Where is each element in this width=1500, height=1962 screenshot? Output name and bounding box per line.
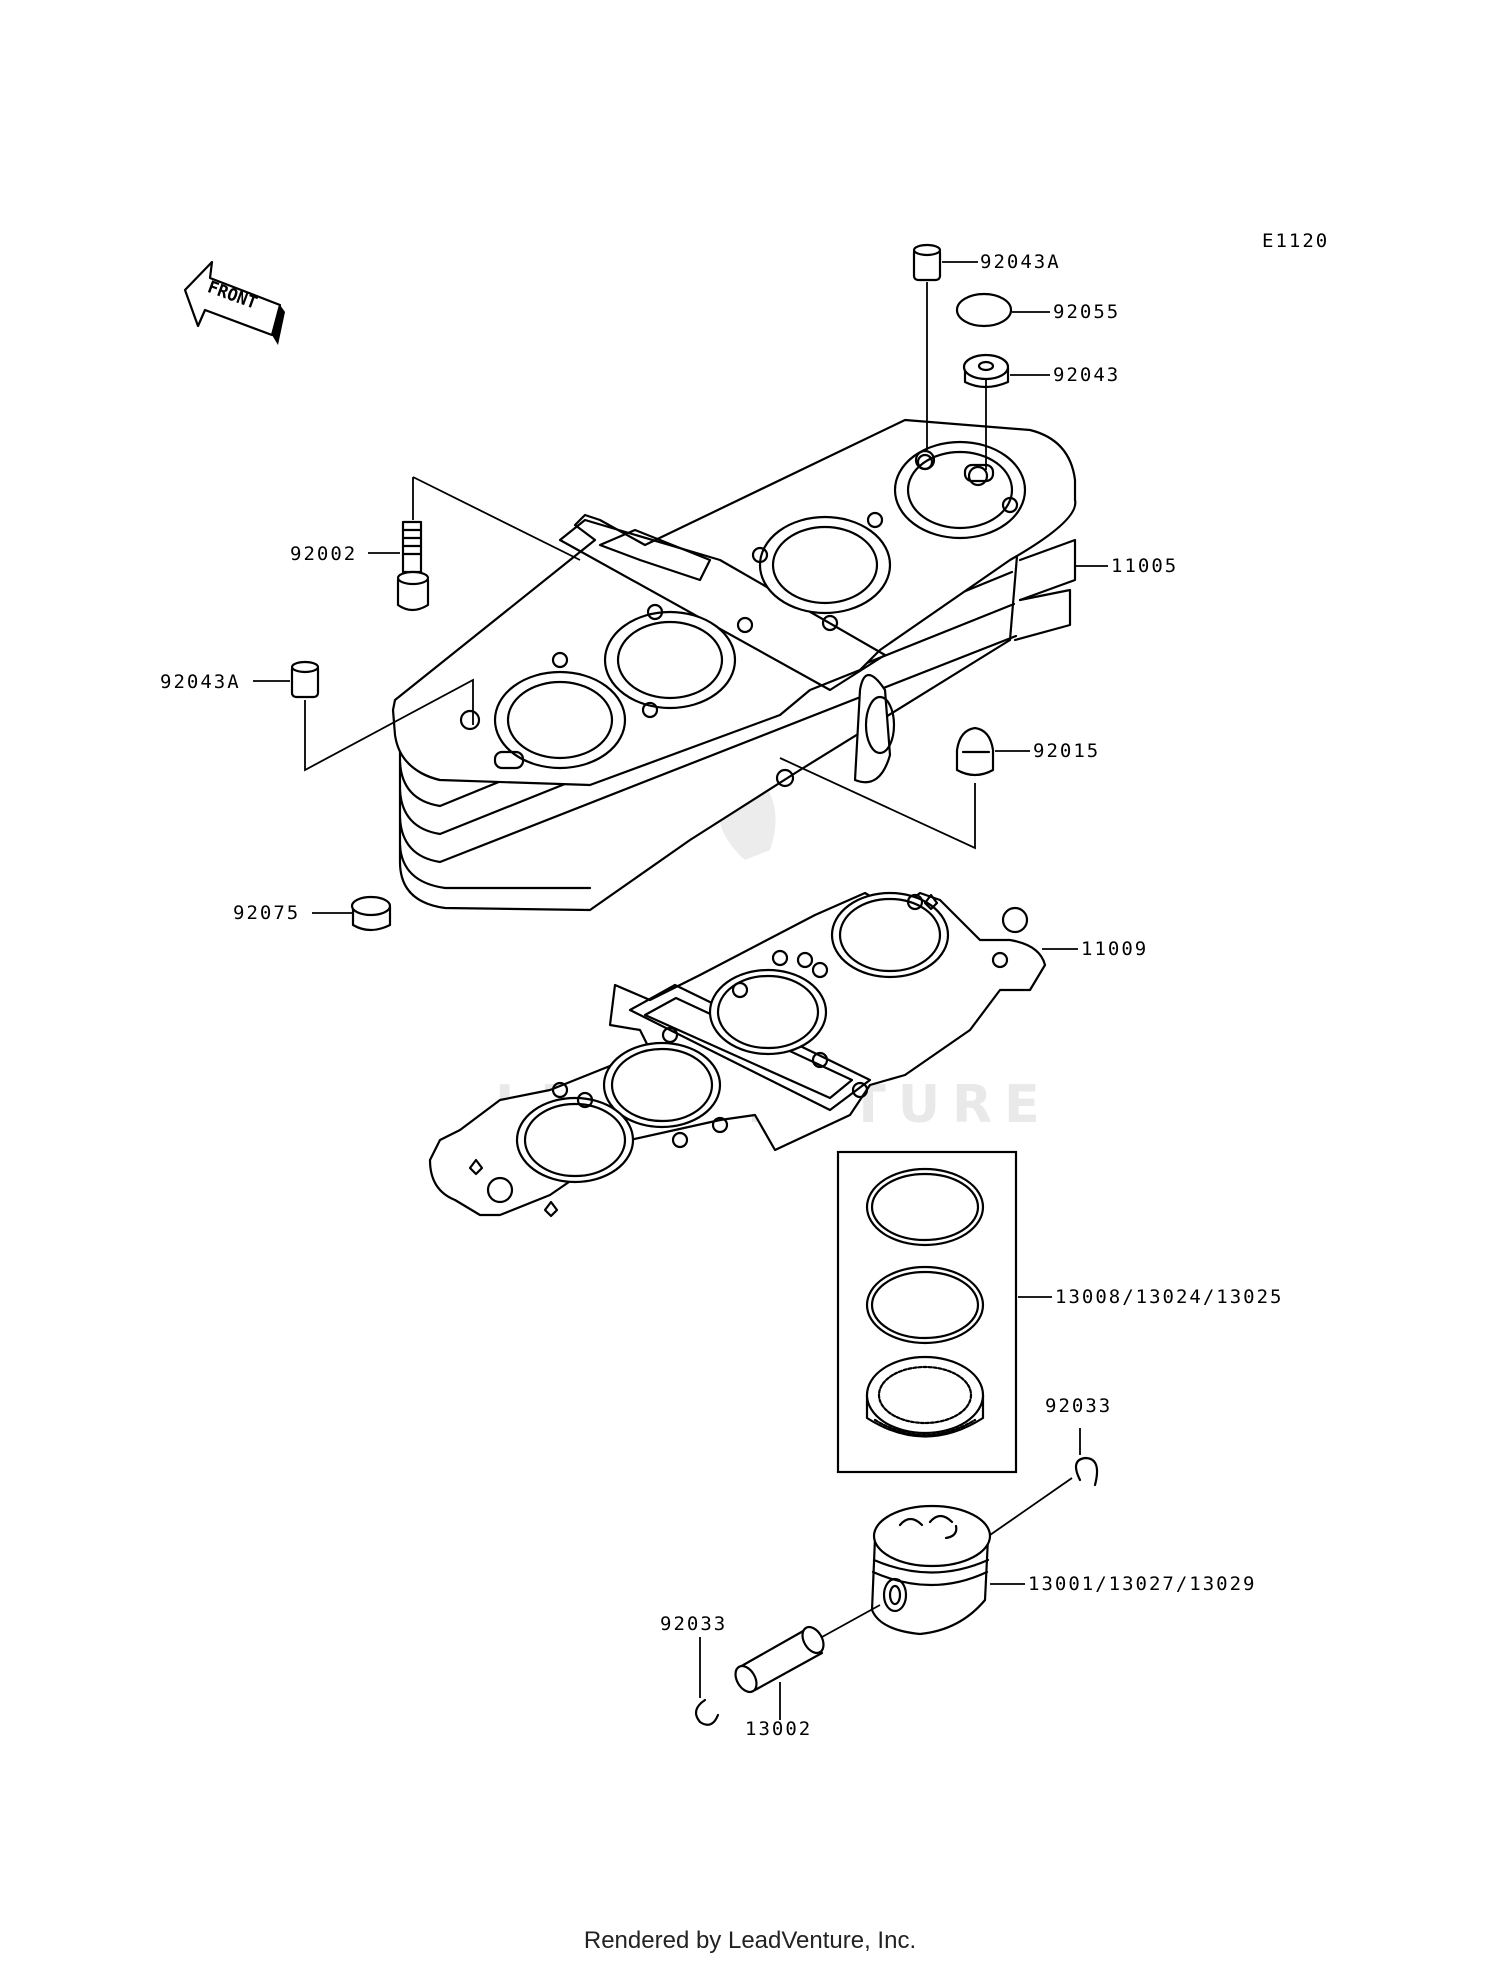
bolt-92002[interactable]	[396, 520, 430, 612]
front-arrow-icon: FRONT	[183, 260, 285, 345]
label-92015[interactable]: 92015	[1033, 740, 1100, 762]
leader-lines	[253, 261, 1108, 1720]
footer-credit: Rendered by LeadVenture, Inc.	[584, 1927, 916, 1954]
part-labels: 92043A 92055 92043 92002 11005 92043A 92…	[160, 251, 1283, 1740]
piston-ring-set[interactable]	[836, 1150, 1018, 1474]
label-92002[interactable]: 92002	[290, 543, 357, 565]
label-92033-right[interactable]: 92033	[1045, 1395, 1112, 1417]
label-92043a-left[interactable]: 92043A	[160, 671, 241, 693]
label-92043a-top[interactable]: 92043A	[980, 251, 1061, 273]
label-13002[interactable]: 13002	[745, 1718, 812, 1740]
circlip-92033-right[interactable]	[1074, 1456, 1099, 1487]
piston-pin-13002[interactable]	[731, 1623, 828, 1695]
cap-92075[interactable]	[350, 895, 392, 932]
dowel-92043a-top[interactable]	[912, 243, 942, 282]
label-13001[interactable]: 13001/13027/13029	[1028, 1573, 1256, 1595]
diagram-id: E1120	[1262, 230, 1329, 252]
piston[interactable]	[870, 1504, 992, 1636]
label-11009[interactable]: 11009	[1081, 938, 1148, 960]
label-92075[interactable]: 92075	[233, 902, 300, 924]
label-92043[interactable]: 92043	[1053, 364, 1120, 386]
label-13008[interactable]: 13008/13024/13025	[1055, 1286, 1283, 1308]
circlip-92033-left[interactable]	[694, 1698, 720, 1726]
cylinder-block[interactable]	[391, 418, 1077, 912]
label-92055[interactable]: 92055	[1053, 301, 1120, 323]
dowel-92043a-left[interactable]	[290, 660, 320, 699]
o-ring-92055[interactable]	[955, 292, 1013, 328]
cap-nut-92015[interactable]	[955, 726, 995, 777]
label-11005[interactable]: 11005	[1111, 555, 1178, 577]
label-92033-left[interactable]: 92033	[660, 1613, 727, 1635]
head-gasket[interactable]	[428, 891, 1047, 1218]
